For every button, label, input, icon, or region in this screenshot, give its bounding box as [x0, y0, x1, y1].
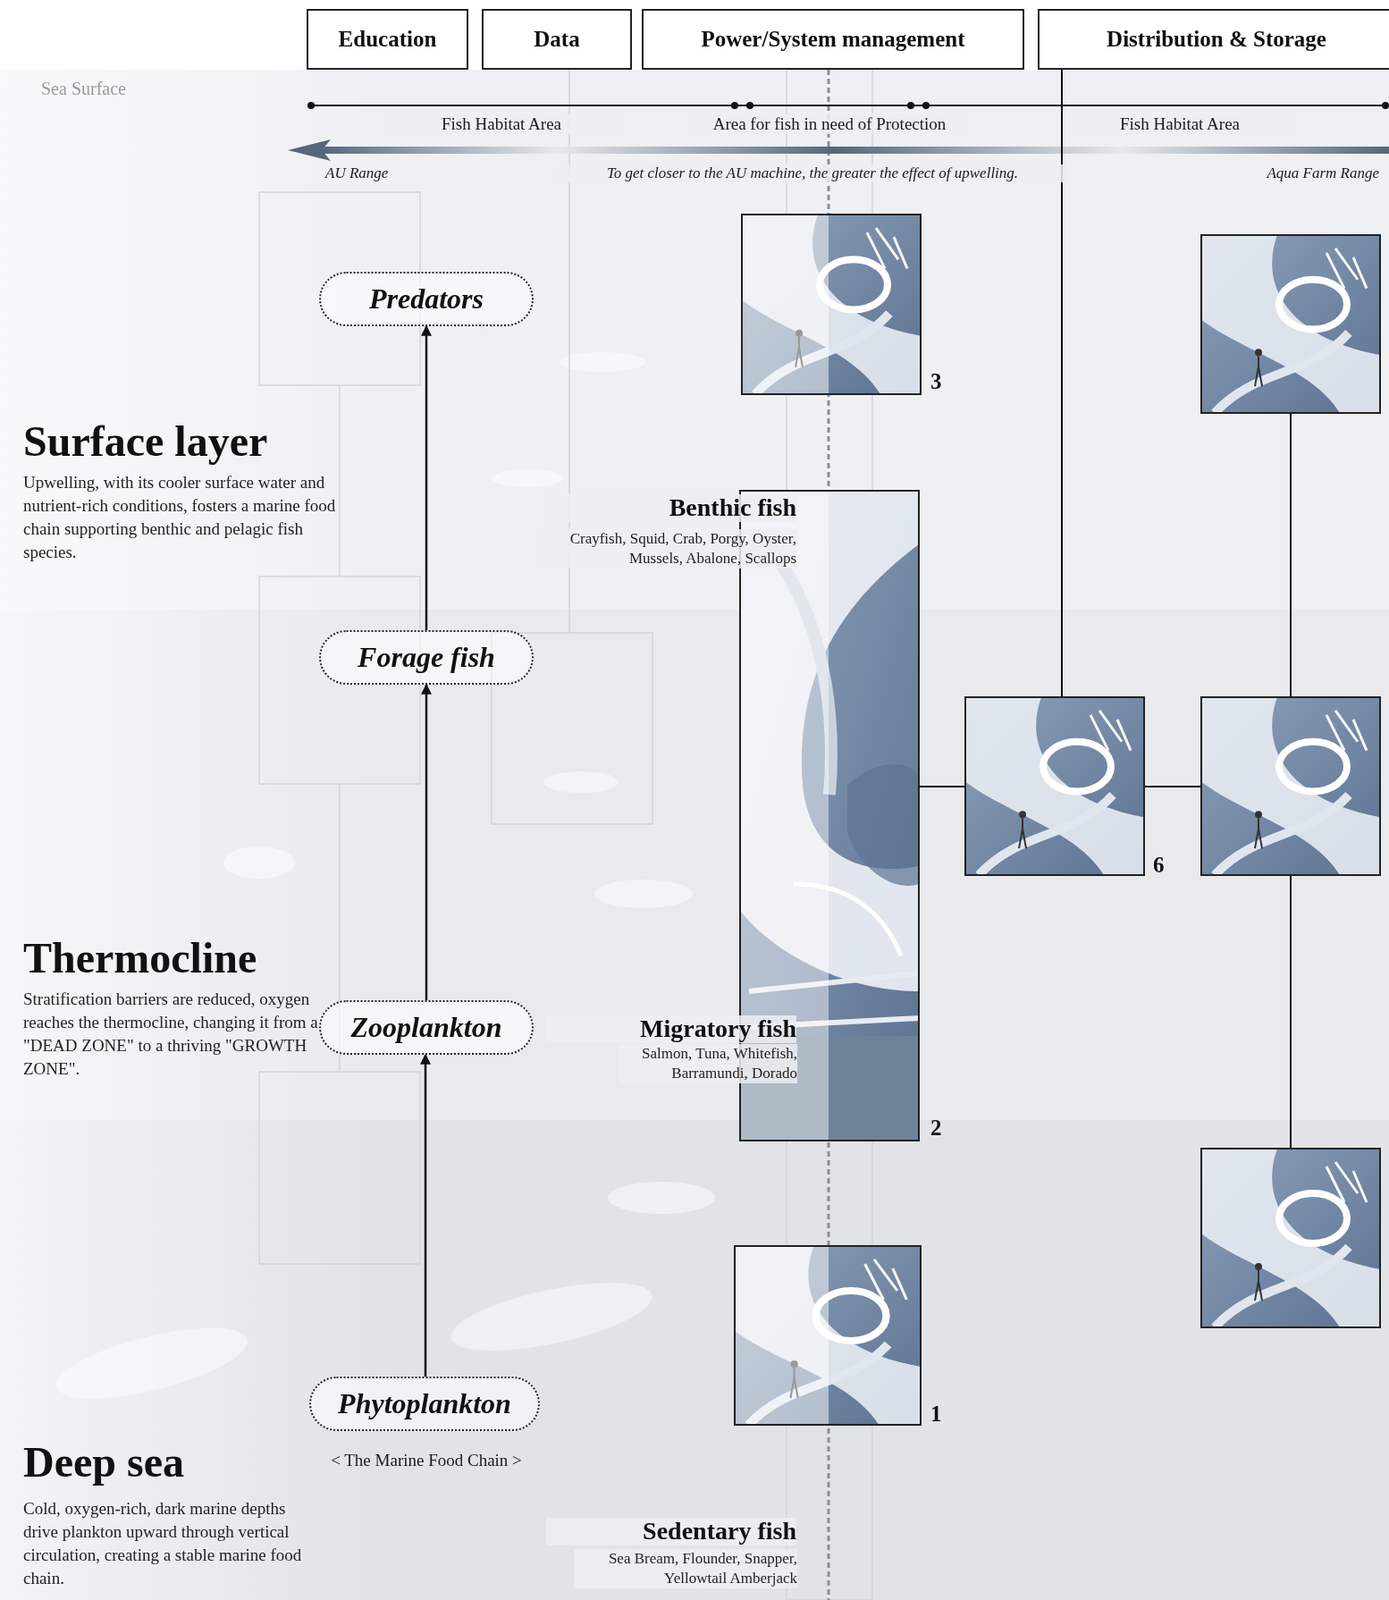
range-arrow: [287, 139, 1389, 161]
callout-number: 1: [930, 1401, 958, 1427]
range-line: [307, 101, 1389, 110]
layer-description: Upwelling, with its cooler surface water…: [23, 471, 353, 565]
food-chain-arrow: [425, 326, 429, 631]
food-chain-box: Phytoplankton: [309, 1376, 540, 1432]
food-chain-box: Predators: [319, 271, 534, 327]
range-end-label: Aqua Farm Range: [1200, 164, 1380, 183]
box-text: Predators: [369, 282, 484, 316]
box-text: Education: [338, 26, 438, 52]
header-box: Education: [306, 8, 469, 70]
header-box: Power/System management: [641, 8, 1025, 70]
surface-label: Sea Surface: [41, 78, 238, 100]
fish-group-heading: Benthic fish: [546, 494, 797, 522]
range-note: To get closer to the AU machine, the gre…: [557, 164, 1068, 183]
species-list: Salmon, Tuna, Whitefish, Barramundi, Dor…: [618, 1043, 798, 1084]
box-text: Zooplankton: [351, 1010, 503, 1044]
callout-number: 2: [930, 1115, 958, 1141]
box-text: Data: [533, 26, 580, 52]
range-label: Fish Habitat Area: [1063, 114, 1297, 135]
food-chain-box: Zooplankton: [319, 1000, 534, 1055]
range-label: Fish Habitat Area: [385, 114, 618, 135]
renderings: [734, 214, 1381, 1425]
faint-frames: [259, 69, 873, 1600]
species-list: Sea Bream, Flounder, Snapper, Yellowtail…: [573, 1548, 798, 1589]
range-label: Area for fish in need of Protection: [690, 114, 969, 135]
box-text: Distribution & Storage: [1106, 26, 1327, 52]
fish-group-heading: Migratory fish: [546, 1015, 797, 1044]
callout-number: 6: [1153, 852, 1180, 878]
layer-description: Stratification barriers are reduced, oxy…: [23, 987, 328, 1081]
layer-heading: Surface layer: [23, 418, 381, 466]
food-chain-arrow: [424, 1054, 428, 1377]
box-text: Phytoplankton: [337, 1387, 512, 1421]
range-end-label: AU Range: [325, 164, 469, 183]
layer-heading: Deep sea: [23, 1439, 381, 1487]
food-chain-arrow: [425, 684, 429, 1001]
chain-caption: < The Marine Food Chain >: [292, 1450, 561, 1471]
layer-description: Cold, oxygen-rich, dark marine depths dr…: [23, 1497, 319, 1591]
layer-heading: Thermocline: [23, 934, 381, 983]
species-list: Crayfish, Squid, Crab, Porgy, Oyster, Mu…: [537, 529, 797, 569]
callout-number: 3: [930, 369, 958, 395]
header-box: Distribution & Storage: [1037, 8, 1389, 70]
box-text: Forage fish: [357, 640, 496, 674]
fish-group-heading: Sedentary fish: [546, 1517, 797, 1546]
food-chain-box: Forage fish: [319, 630, 534, 685]
header-box: Data: [481, 8, 632, 70]
box-text: Power/System management: [700, 26, 965, 52]
water-bands: [0, 69, 1389, 1600]
connection-lines: [918, 69, 1291, 1149]
